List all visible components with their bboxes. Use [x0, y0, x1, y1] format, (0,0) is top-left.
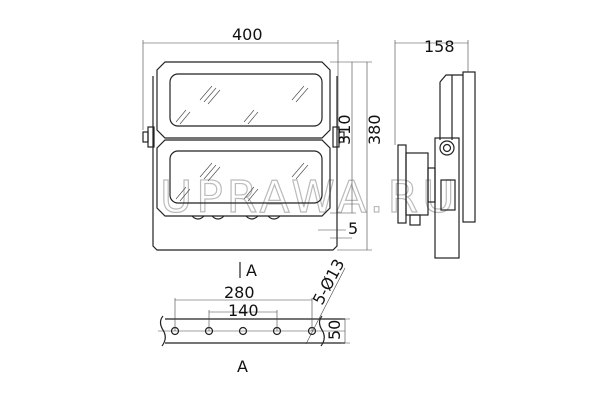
section-a-detail: A 280 140 5-Ø13 50 A [158, 256, 350, 376]
dim-offset: 5 [348, 219, 358, 238]
dim-hole-span-inner: 140 [228, 301, 259, 320]
section-label-top: A [246, 261, 257, 280]
dim-depth: 158 [424, 37, 455, 56]
section-label-bottom: A [237, 357, 248, 376]
dim-height-frame: 310 [335, 114, 354, 145]
dim-hole-span-outer: 280 [224, 283, 255, 302]
side-view: 158 [394, 37, 476, 259]
dim-bracket-width: 50 [325, 320, 344, 340]
dim-holes: 5-Ø13 [309, 256, 349, 308]
dim-height-total: 380 [365, 114, 384, 145]
front-view: 400 310 380 5 [142, 25, 384, 251]
dim-width: 400 [232, 25, 263, 44]
